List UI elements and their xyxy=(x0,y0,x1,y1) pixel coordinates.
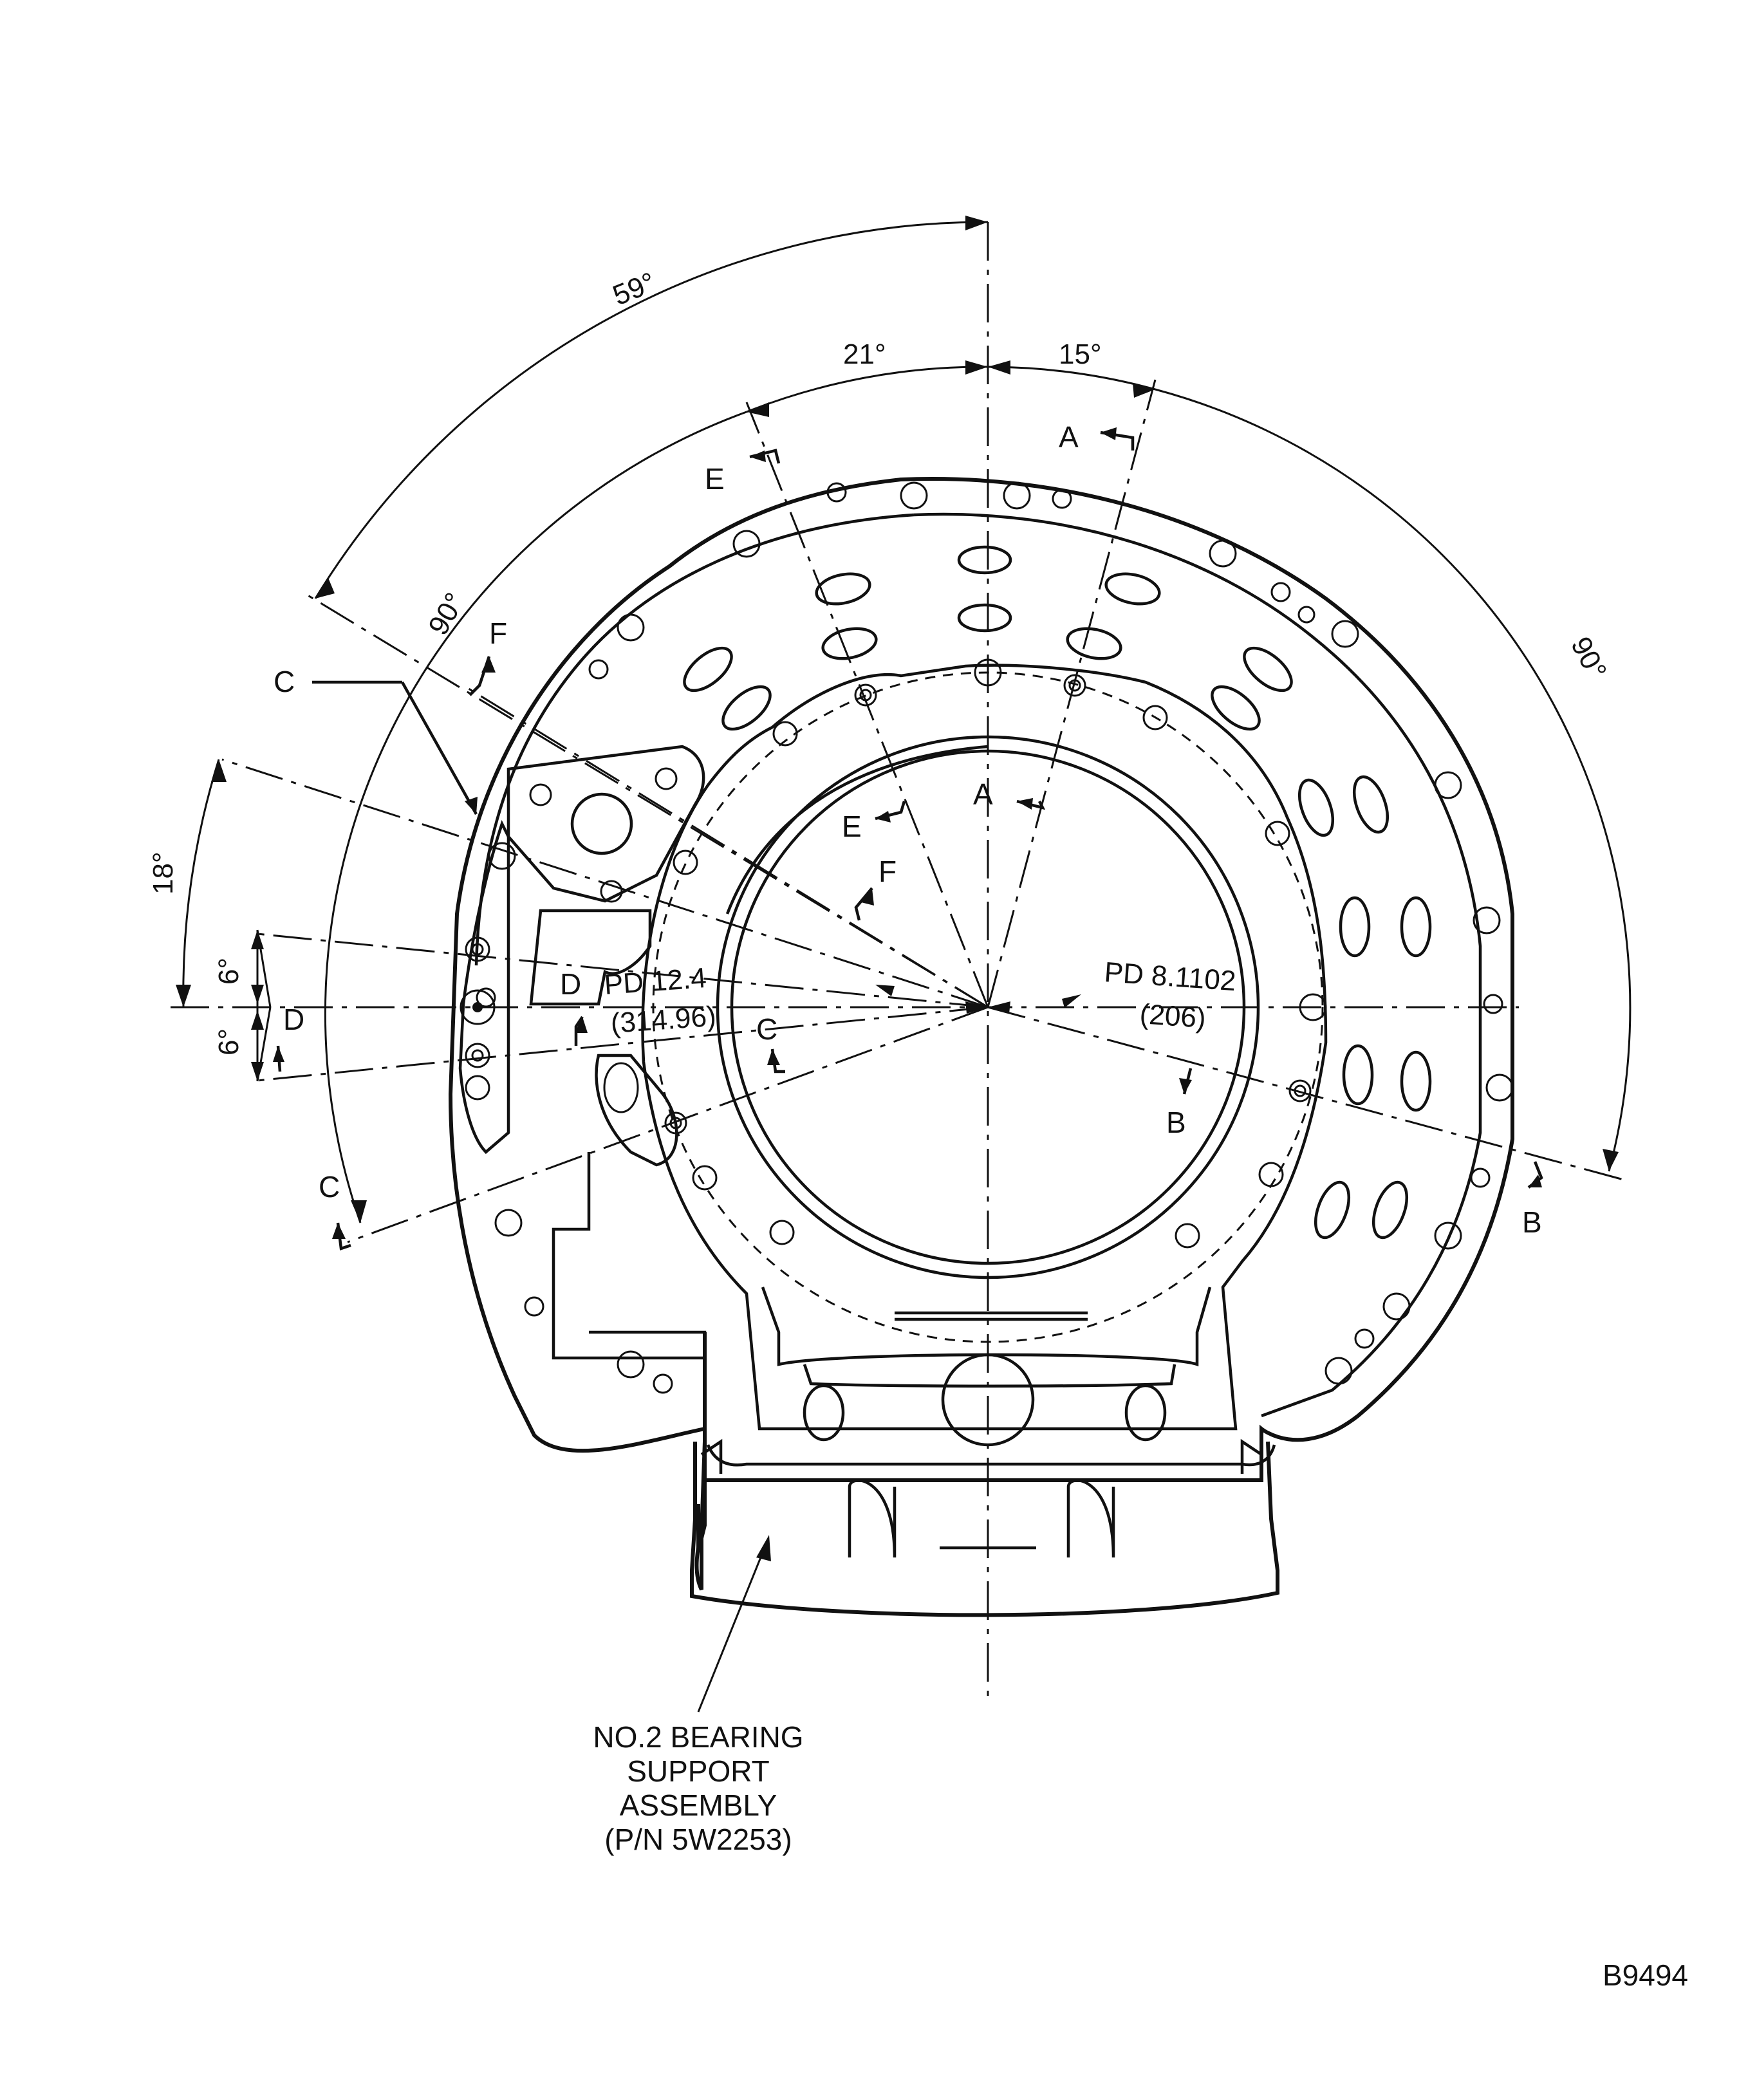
section-arrows xyxy=(276,431,1543,1251)
dimension-arcs xyxy=(182,221,1632,1223)
bottom-support-body xyxy=(690,1287,1279,1617)
left-mounting-bosses xyxy=(458,745,707,1360)
angle-59: 59° xyxy=(608,266,660,311)
part-callout: NO.2 BEARING SUPPORT ASSEMBLY (P/N 5W225… xyxy=(593,1720,803,1856)
section-a-outer: A xyxy=(1059,420,1079,454)
flange-bolt-holes xyxy=(476,481,1514,1394)
inner-bolt-holes xyxy=(664,658,1327,1249)
centerlines xyxy=(171,222,1629,1699)
pitch-diameter-labels: PD 12.4 (314.96) PD 8.1102 (206) xyxy=(603,956,1237,1039)
section-arrowheads xyxy=(273,427,1542,1239)
section-d-outer: D xyxy=(283,1003,304,1036)
callout-line-4: (P/N 5W2253) xyxy=(604,1823,792,1856)
angle-6-upper: 6° xyxy=(213,958,245,985)
angle-18: 18° xyxy=(147,851,179,895)
angle-90-left: 90° xyxy=(422,588,471,640)
callout-line-2: SUPPORT xyxy=(627,1754,770,1788)
cooling-slots xyxy=(683,545,1432,1240)
callout-line-1: NO.2 BEARING xyxy=(593,1720,803,1754)
section-c-outer: C xyxy=(319,1170,340,1203)
figure-id: B9494 xyxy=(1603,1958,1688,1992)
angle-15: 15° xyxy=(1059,339,1102,370)
section-f-inner: F xyxy=(879,855,897,888)
section-c-inner: C xyxy=(756,1012,777,1046)
section-labels: A E F C B C A E F B C D D xyxy=(274,420,1542,1239)
section-f-outer: F xyxy=(489,617,507,650)
dimension-arrowheads xyxy=(176,216,1619,1223)
section-d-inner: D xyxy=(560,967,581,1001)
pd-large: PD 12.4 xyxy=(603,962,707,1001)
pd-small-mm: (206) xyxy=(1139,998,1207,1034)
section-b-inner: B xyxy=(1166,1106,1186,1139)
section-e-inner: E xyxy=(842,810,862,843)
pd-large-mm: (314.96) xyxy=(609,1001,717,1039)
callout-line-3: ASSEMBLY xyxy=(620,1789,777,1822)
angle-21: 21° xyxy=(843,339,886,370)
section-e-outer: E xyxy=(705,462,725,496)
section-a-inner: A xyxy=(973,777,993,811)
section-b-outer: B xyxy=(1522,1205,1542,1239)
section-c-callout: C xyxy=(274,665,295,698)
angle-90-right: 90° xyxy=(1565,632,1613,685)
pd-small: PD 8.1102 xyxy=(1103,956,1237,997)
callout-leader xyxy=(697,1535,771,1713)
angle-6-lower: 6° xyxy=(213,1028,245,1055)
